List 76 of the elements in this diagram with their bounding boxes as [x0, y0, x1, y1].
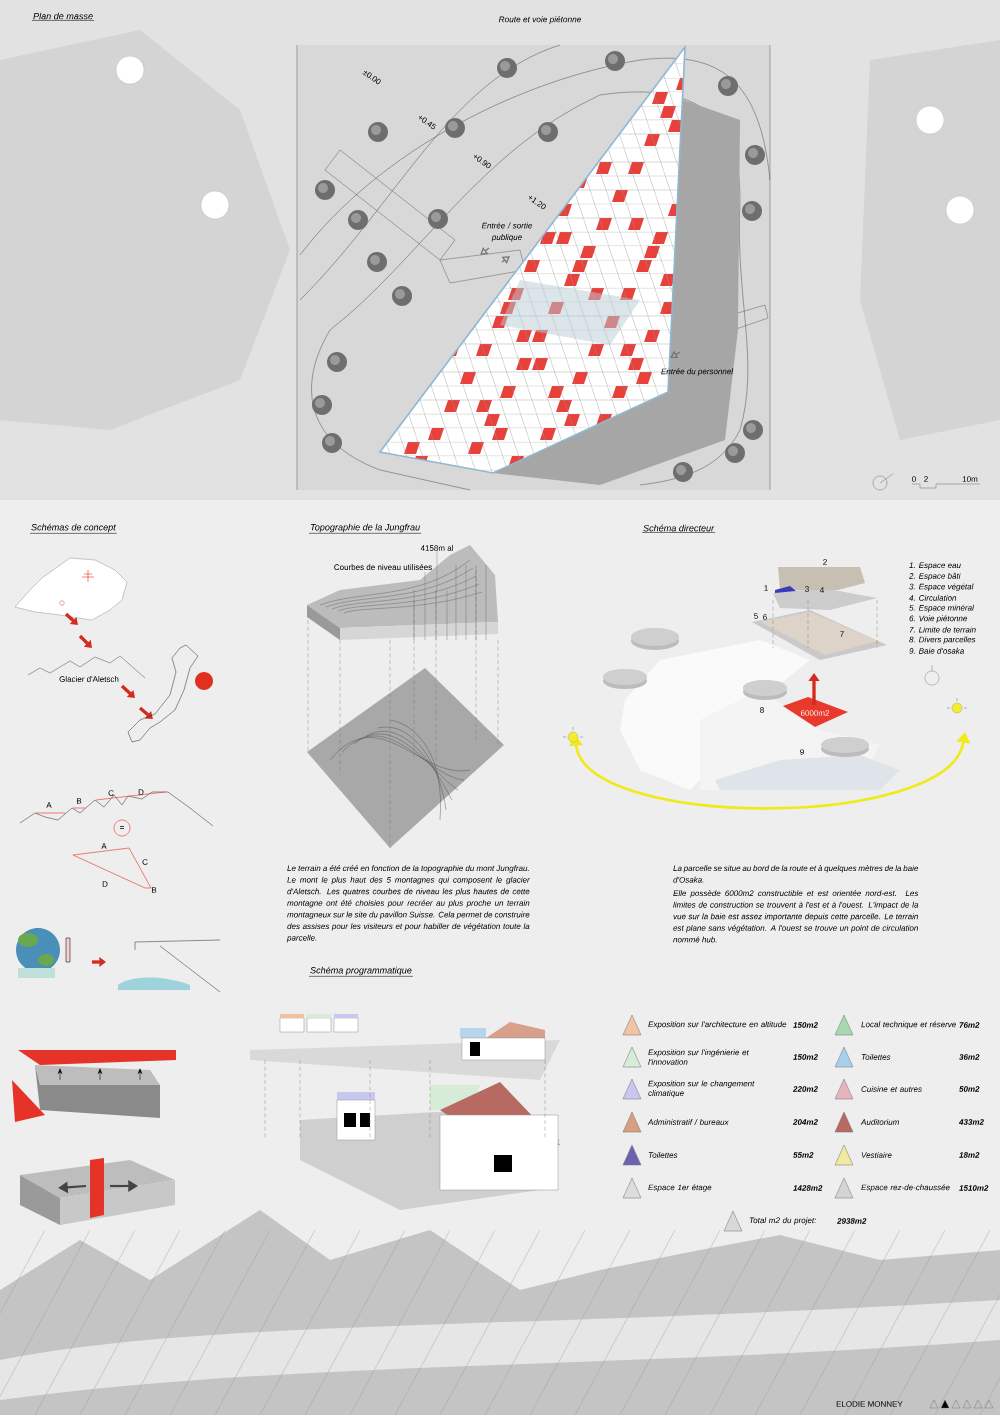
- area-value: 150m2: [793, 1022, 818, 1028]
- section-heading: Schémas de concept: [29, 523, 118, 534]
- callout-number: 1: [764, 585, 768, 591]
- segment-letter: B: [152, 887, 157, 893]
- scale-label: 0: [912, 476, 916, 482]
- legend-label: Administratif / bureaux: [647, 1119, 729, 1125]
- area-value: 150m2: [793, 1054, 818, 1060]
- section-heading: Plan de masse: [31, 12, 95, 21]
- area-value: 2938m2: [836, 1218, 867, 1224]
- callout-number: 6: [763, 614, 767, 620]
- callout-number: 9: [800, 749, 804, 755]
- callout-number: 7: [840, 631, 844, 637]
- leader-label: Courbes de niveau utilisées: [334, 564, 432, 570]
- area-value: 433m2: [958, 1119, 984, 1125]
- legend-label: Espace 1er étage: [648, 1184, 712, 1192]
- scale-label: 2: [924, 476, 928, 482]
- legend-label: Auditorium: [860, 1119, 899, 1125]
- segment-letter: D: [102, 881, 108, 887]
- paragraph: La parcelle se situe au bord de la route et à quelques mètres de la baie d'Osaka.: [673, 865, 919, 883]
- segment-letter: D: [138, 789, 144, 795]
- legend-label: Local technique et réserve: [861, 1021, 956, 1029]
- callout-number: 4: [819, 587, 824, 593]
- list-item: 7. Limite de terrain: [909, 626, 976, 633]
- legend-label: Vestiaire: [861, 1152, 892, 1158]
- section-heading: Topographie de la Jungfrau: [308, 523, 422, 534]
- elevation-label: +0.90: [473, 154, 491, 169]
- legend-label: Exposition sur l'ingénierie et l'innovation: [648, 1049, 749, 1065]
- segment-letter: A: [46, 802, 52, 808]
- paragraph: Le terrain a été créé en fonction de la topographie du mont Jungfrau. Le mont le plus haut des 5 montagnes qui composent le glacier d'Aletsch. Les quatres courbes de niveau les plus hautes de cette montagne ont été choisies pour recréer au plus proche un terrain montagneux sur le site du pavillon Suisse. Cela permet de construire des assises pour les visiteurs et pour habiller de végétation toute la parcelle.: [286, 865, 530, 943]
- segment-letter: C: [142, 859, 148, 865]
- elevation-label: +0.45: [418, 115, 437, 130]
- area-value: 220m2: [792, 1086, 818, 1092]
- area-value: 1428m2: [793, 1185, 823, 1191]
- scale-label: 10m: [962, 476, 978, 482]
- section-heading: Schéma directeur: [641, 524, 716, 533]
- list-item: 8. Divers parcelles: [909, 636, 976, 644]
- author-name: ELODIE MONNEY: [836, 1401, 903, 1407]
- area-value: 204m2: [792, 1119, 818, 1125]
- area-label: 6000m2: [800, 710, 830, 716]
- area-value: 36m2: [959, 1054, 980, 1060]
- area-value: 76m2: [959, 1022, 980, 1028]
- legend-label: Exposition sur le changement climatique: [648, 1080, 755, 1098]
- list-item: 1. Espace eau: [909, 562, 961, 570]
- elevation-label: 4158m al: [420, 545, 453, 551]
- area-value: 1510m2: [959, 1185, 989, 1191]
- list-item: 2. Espace bâti: [909, 572, 961, 581]
- section-heading: Schéma programmatique: [308, 966, 414, 977]
- legend-label: Exposition sur l'architecture en altitude: [648, 1021, 787, 1029]
- area-value: 50m2: [959, 1086, 980, 1092]
- list-item: 4. Circulation: [909, 594, 957, 601]
- callout-number: 8: [760, 707, 764, 713]
- list-item: 9. Baie d'osaka: [909, 647, 964, 654]
- entrance-label: Entrée / sortie publique: [481, 222, 533, 242]
- legend-label: Toilettes: [648, 1152, 678, 1158]
- legend-label: Total m2 du projet:: [749, 1217, 817, 1225]
- segment-letter: C: [108, 790, 114, 796]
- road-label: Route et voie piétonne: [498, 16, 582, 24]
- callout-number: 3: [805, 586, 809, 592]
- legend-label: Toilettes: [861, 1054, 891, 1060]
- elevation-label: ±0.00: [362, 70, 381, 85]
- segment-letter: B: [77, 798, 82, 804]
- glacier-label: Glacier d'Aletsch: [59, 676, 119, 682]
- equals-sign: =: [120, 826, 124, 829]
- area-value: 55m2: [793, 1152, 814, 1158]
- callout-number: 2: [823, 559, 827, 565]
- legend-label: Espace rez-de-chaussée: [861, 1184, 950, 1192]
- callout-number: 5: [754, 613, 758, 619]
- segment-letter: A: [101, 843, 107, 849]
- list-item: 6. Voie piétonne: [909, 615, 968, 623]
- legend-label: Cuisine et autres: [861, 1086, 922, 1092]
- paragraph: Elle possède 6000m2 constructible et est orientée nord-est. Les limites de construction se trouvent à l'est et à l'ouest. L'impact de la vue sur la baie est assez importante depuis cette parcelle. Le terrain est plane sans végétation. A l'ouest se trouve un point de circulation nommé hub.: [673, 890, 919, 943]
- list-item: 5. Espace minéral: [909, 604, 974, 613]
- entrance-label: Entrée du personnel: [661, 368, 734, 376]
- elevation-label: +1.20: [528, 195, 546, 210]
- area-value: 18m2: [959, 1152, 980, 1158]
- list-item: 3. Espace végétal: [909, 583, 974, 591]
